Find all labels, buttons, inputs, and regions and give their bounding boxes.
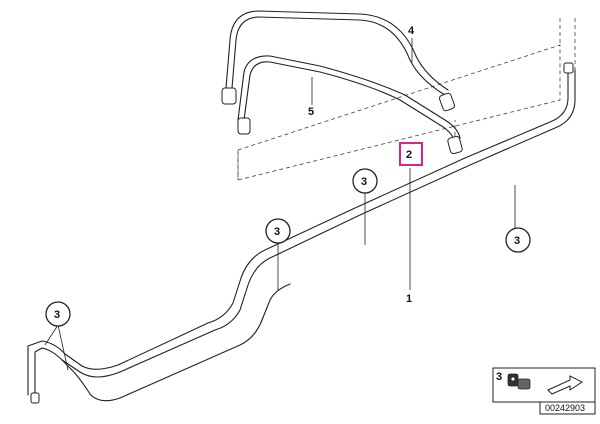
callout-3-circle[interactable]: 3 [352,168,378,194]
callout-3-label: 3 [514,235,520,247]
fuel-line-5 [237,55,461,143]
dashed-group-outline [237,44,561,181]
callout-4: 4 [408,25,415,37]
fuel-line-4 [225,10,449,96]
callout-5: 5 [308,106,314,118]
clip-icon [507,373,531,390]
inset-thumbnail[interactable]: 3 00242903 [492,367,596,415]
callout-3-label: 3 [361,176,367,188]
leader-lines [44,38,516,371]
callout-2: 2 [406,149,412,161]
callout-2-highlight-box[interactable] [399,142,423,166]
arrow-icon [547,375,583,395]
callout-3-circle[interactable]: 3 [265,218,291,244]
inset-code-box [539,401,596,415]
inset-code: 00242903 [545,403,585,413]
fuel-line-main [27,69,576,402]
callout-1: 1 [406,293,412,305]
inset-ref: 3 [496,371,502,383]
connector-icons [30,62,574,404]
callout-3-label: 3 [54,309,60,321]
callout-3-label: 3 [274,226,280,238]
callout-3-circle[interactable]: 3 [505,227,531,253]
callout-3-circle[interactable]: 3 [45,301,71,327]
